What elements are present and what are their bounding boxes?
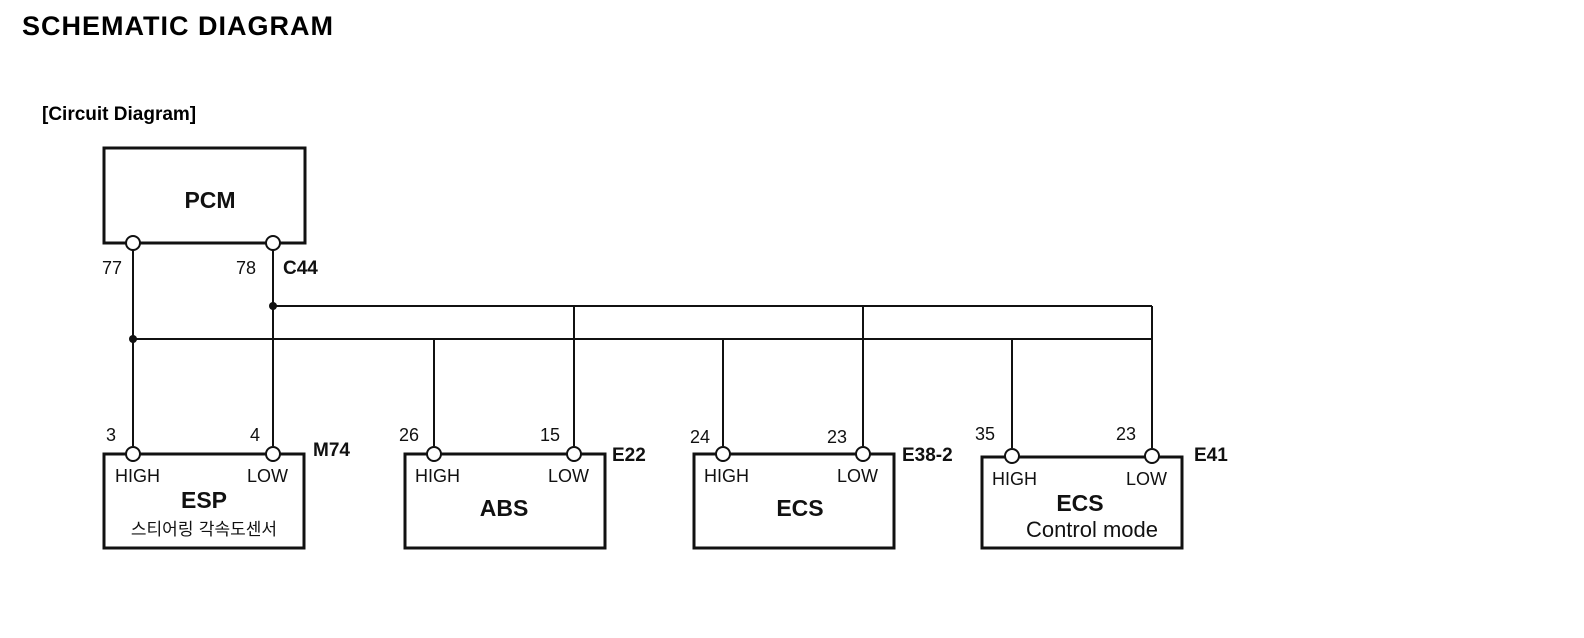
pcm-connector-label: C44 [283, 258, 318, 279]
pin-number: 23 [1116, 424, 1136, 444]
module-name: ECS [776, 495, 823, 521]
pin-terminal [715, 446, 731, 462]
low-label: LOW [837, 466, 878, 486]
low-label: LOW [1126, 469, 1167, 489]
abs-module: 26 15 E22 HIGH LOW ABS [399, 425, 646, 550]
section-subtitle: [Circuit Diagram] [42, 104, 196, 125]
ecs-control-mode-box [980, 455, 1184, 550]
pin-terminal [426, 446, 442, 462]
junction-dot [129, 335, 137, 343]
esp-box [102, 452, 306, 550]
pin-terminal [1004, 448, 1020, 464]
junction-dot [269, 302, 277, 310]
module-subtitle: Control mode [1026, 517, 1158, 542]
pin-number: 23 [827, 427, 847, 447]
pin-number: 26 [399, 425, 419, 445]
pin-number: 4 [250, 425, 260, 445]
pin-terminal [265, 235, 281, 251]
low-label: LOW [247, 466, 288, 486]
high-label: HIGH [415, 466, 460, 486]
low-label: LOW [548, 466, 589, 486]
esp-module: 3 4 M74 HIGH LOW ESP 스티어링 각속도센서 [102, 425, 350, 550]
high-label: HIGH [115, 466, 160, 486]
ecs-box [692, 452, 896, 550]
pcm-pin-low-number: 78 [236, 258, 256, 278]
pin-terminal [265, 446, 281, 462]
ecs-module: 24 23 E38-2 HIGH LOW ECS [690, 427, 953, 550]
pin-number: 15 [540, 425, 560, 445]
pin-terminal [125, 446, 141, 462]
wiring [129, 250, 1153, 448]
connector-label: E38-2 [902, 445, 953, 466]
ecs-control-mode-module: 35 23 E41 HIGH LOW ECS Control mode [975, 424, 1228, 550]
module-name: ABS [480, 495, 529, 521]
page-title: SCHEMATIC DIAGRAM [22, 11, 334, 41]
pin-terminal [1144, 448, 1160, 464]
connector-label: E41 [1194, 445, 1228, 466]
pin-number: 35 [975, 424, 995, 444]
pcm-module: PCM 77 78 C44 [102, 146, 318, 279]
pin-terminal [566, 446, 582, 462]
pin-terminal [125, 235, 141, 251]
connector-label: E22 [612, 445, 646, 466]
module-subtitle: 스티어링 각속도센서 [131, 520, 277, 540]
pcm-box [102, 146, 307, 245]
connector-label: M74 [313, 440, 350, 461]
high-label: HIGH [992, 469, 1037, 489]
module-name: ESP [181, 487, 227, 513]
high-label: HIGH [704, 466, 749, 486]
abs-box [403, 452, 607, 550]
pcm-label: PCM [184, 187, 235, 213]
module-name: ECS [1056, 490, 1103, 516]
pin-terminal [855, 446, 871, 462]
pin-number: 24 [690, 427, 710, 447]
pcm-pin-high-number: 77 [102, 258, 122, 278]
pin-number: 3 [106, 425, 116, 445]
